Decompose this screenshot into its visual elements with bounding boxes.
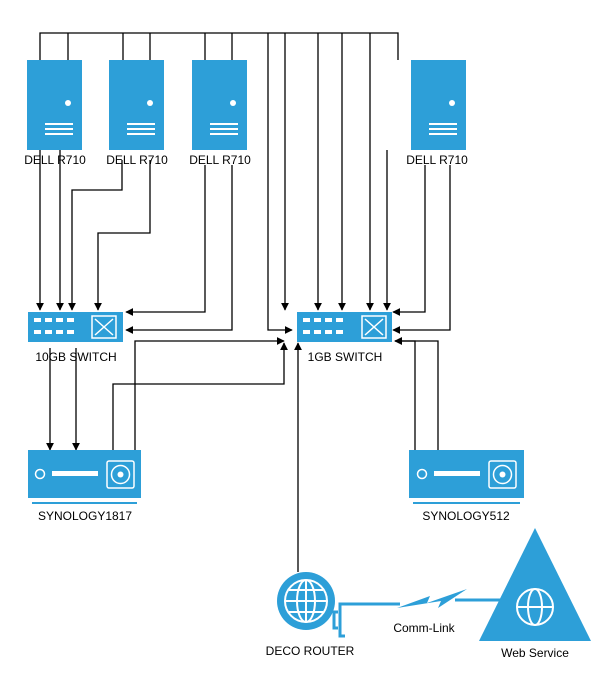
connections <box>36 32 451 572</box>
server-label: DELL R710 <box>189 153 251 167</box>
switch-icon <box>28 312 123 342</box>
switch-1gb: 1GB SWITCH <box>297 312 392 364</box>
switch-label: 10GB SWITCH <box>35 350 116 364</box>
lightning-icon <box>397 589 467 608</box>
server-dell-3: DELL R710 <box>189 60 251 167</box>
link-syn512-1gb-b <box>394 337 439 450</box>
switch-label: 1GB SWITCH <box>308 350 383 364</box>
server-dell-2: DELL R710 <box>106 60 168 167</box>
comm-link: Comm-Link <box>332 589 505 638</box>
globe-icon <box>277 572 335 630</box>
server-icon <box>411 60 466 150</box>
server-label: DELL R710 <box>106 153 168 167</box>
nas-label: SYNOLOGY1817 <box>38 509 132 523</box>
link-server2-10gb-b <box>94 160 151 311</box>
switch-10gb: 10GB SWITCH <box>28 312 123 364</box>
server-icon <box>192 60 247 150</box>
server-label: DELL R710 <box>406 153 468 167</box>
server-label: DELL R710 <box>24 153 86 167</box>
nas-label: SYNOLOGY512 <box>422 509 510 523</box>
link-server4-1gb-a <box>392 165 426 316</box>
link-syn1817-1gb-b <box>134 337 285 450</box>
link-server2-10gb-a <box>68 160 123 311</box>
nas-synology1817: SYNOLOGY1817 <box>28 450 141 523</box>
link-label: Comm-Link <box>393 621 455 635</box>
link-server3-10gb-a <box>125 165 206 316</box>
deco-router: DECO ROUTER <box>266 572 355 658</box>
server-dell-1: DELL R710 <box>24 60 86 167</box>
nas-synology512: SYNOLOGY512 <box>409 450 524 523</box>
link-server4-1gb-b <box>392 165 451 334</box>
server-dell-4: DELL R710 <box>406 60 468 167</box>
link-connector-icon <box>332 602 345 638</box>
router-label: DECO ROUTER <box>266 644 355 658</box>
web-service-label: Web Service <box>501 646 569 660</box>
server-icon <box>109 60 164 150</box>
link-bus-1gb-a <box>267 33 293 334</box>
link-syn512-1gb-a <box>394 337 416 450</box>
server-icon <box>27 60 82 150</box>
switch-icon <box>297 312 392 342</box>
web-service-triangle-icon <box>479 528 591 641</box>
link-server3-10gb-b <box>125 165 233 334</box>
link-syn1817-1gb-a <box>112 342 288 450</box>
web-service: Web Service <box>479 528 591 660</box>
top-bus <box>39 32 399 60</box>
